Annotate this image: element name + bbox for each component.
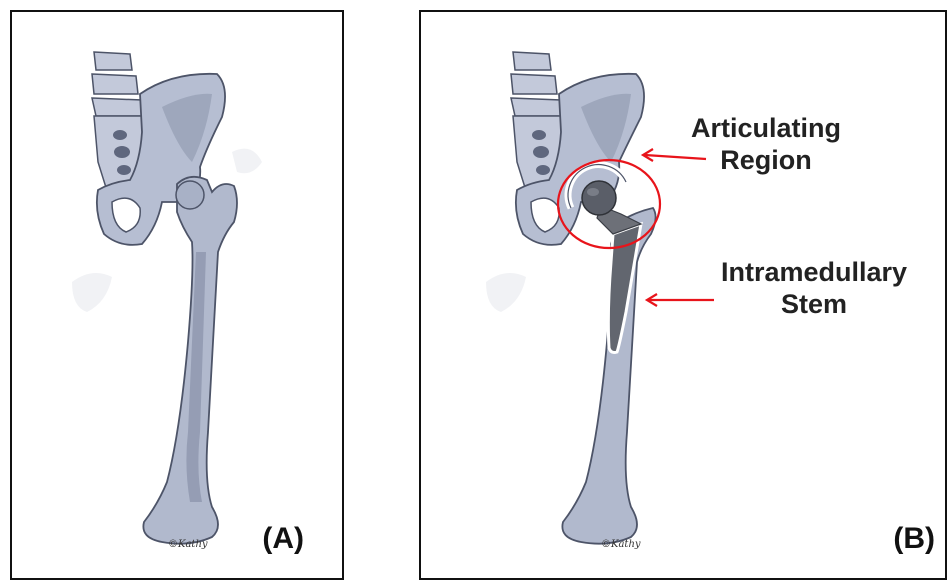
callout-line: Articulating <box>671 112 861 144</box>
panel-label: (B) <box>893 522 935 556</box>
natural-hip-illustration <box>12 12 344 580</box>
artist-signature: ©Kathy <box>601 539 641 550</box>
femoral-head <box>176 181 204 209</box>
panel-label: (A) <box>262 522 304 556</box>
prosthetic-femoral-head <box>582 181 616 215</box>
callout-articulating-region: Articulating Region <box>671 112 861 176</box>
head-highlight <box>587 188 599 196</box>
background-smudge <box>486 273 526 312</box>
callout-line: Stem <box>699 288 929 320</box>
panel-hip-replacement: Articulating Region Intramedullary Stem … <box>419 10 947 580</box>
artist-signature: ©Kathy <box>168 539 208 550</box>
callout-line: Region <box>671 144 861 176</box>
femur <box>562 208 655 544</box>
panel-natural-hip: ©Kathy (A) <box>10 10 344 580</box>
callout-line: Intramedullary <box>699 256 929 288</box>
callout-intramedullary-stem: Intramedullary Stem <box>699 256 929 320</box>
